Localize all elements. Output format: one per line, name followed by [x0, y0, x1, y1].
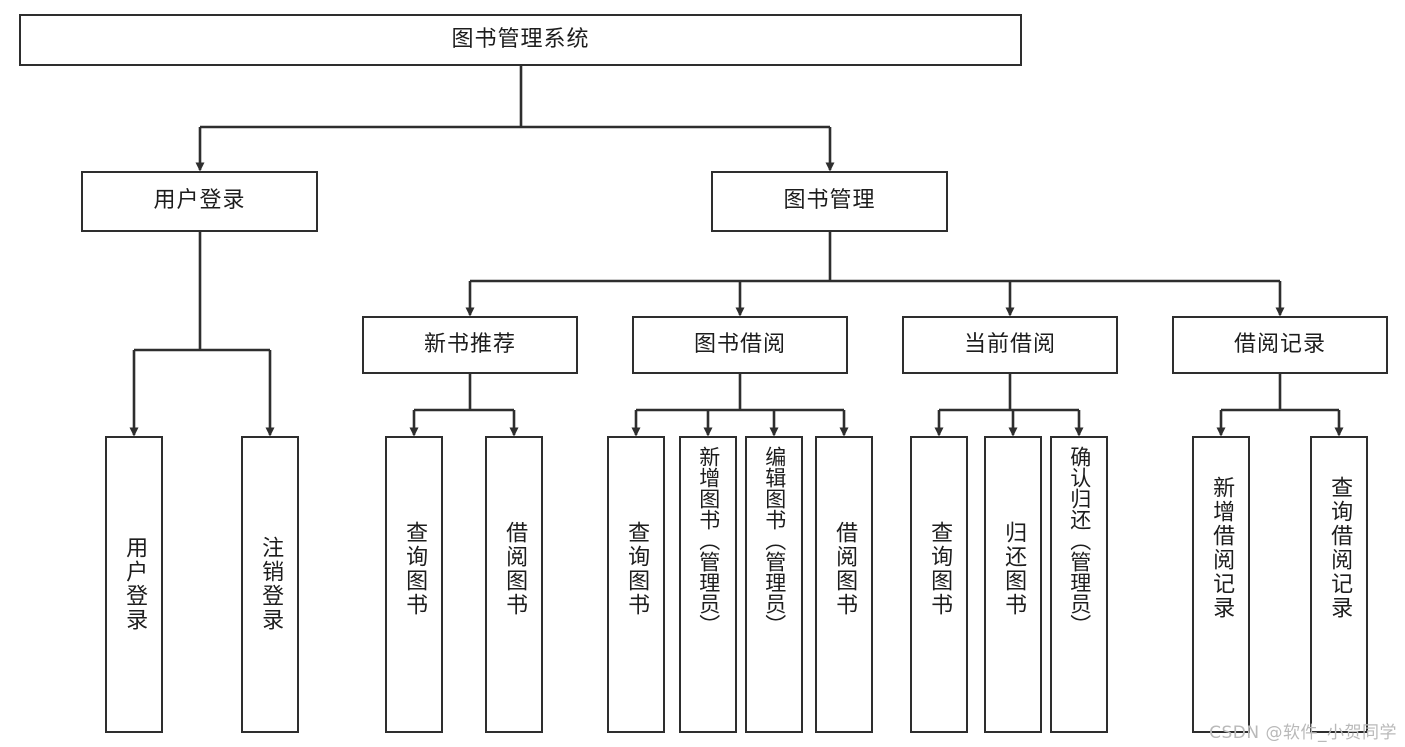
node-user-login[interactable]: 用户登录	[81, 171, 318, 232]
node-label: 编辑图书（管理员）	[762, 446, 787, 635]
node-leaf-add-book[interactable]: 新增图书（管理员）	[679, 436, 737, 733]
node-label: 新增借阅记录	[1209, 476, 1235, 620]
node-label: 图书管理系统	[451, 26, 590, 52]
node-root[interactable]: 图书管理系统	[19, 14, 1022, 66]
node-label: 当前借阅	[963, 331, 1056, 357]
node-label: 新增图书（管理员）	[696, 446, 721, 635]
node-leaf-borrow-book-2[interactable]: 借阅图书	[815, 436, 873, 733]
node-label: 用户登录	[122, 536, 148, 632]
node-leaf-edit-book[interactable]: 编辑图书（管理员）	[745, 436, 803, 733]
node-label: 查询图书	[402, 521, 428, 617]
node-label: 归还图书	[1001, 521, 1027, 617]
node-label: 确认归还（管理员）	[1067, 446, 1092, 635]
node-leaf-add-record[interactable]: 新增借阅记录	[1192, 436, 1250, 733]
node-leaf-user-login[interactable]: 用户登录	[105, 436, 163, 733]
node-book-borrow[interactable]: 图书借阅	[632, 316, 848, 374]
watermark-text: CSDN @软件_小贺同学	[1209, 723, 1397, 743]
node-leaf-logout[interactable]: 注销登录	[241, 436, 299, 733]
node-label: 注销登录	[258, 536, 284, 632]
node-leaf-query-book-3[interactable]: 查询图书	[910, 436, 968, 733]
node-leaf-borrow-book-1[interactable]: 借阅图书	[485, 436, 543, 733]
node-leaf-confirm-return[interactable]: 确认归还（管理员）	[1050, 436, 1108, 733]
node-label: 用户登录	[153, 188, 246, 214]
node-leaf-query-book-2[interactable]: 查询图书	[607, 436, 665, 733]
node-leaf-query-record[interactable]: 查询借阅记录	[1310, 436, 1368, 733]
node-label: 借阅图书	[832, 521, 858, 617]
node-new-book-rec[interactable]: 新书推荐	[362, 316, 578, 374]
node-label: 查询借阅记录	[1327, 476, 1353, 620]
node-label: 图书借阅	[693, 331, 786, 357]
node-borrow-record[interactable]: 借阅记录	[1172, 316, 1388, 374]
node-leaf-query-book-1[interactable]: 查询图书	[385, 436, 443, 733]
node-current-borrow[interactable]: 当前借阅	[902, 316, 1118, 374]
node-leaf-return-book[interactable]: 归还图书	[984, 436, 1042, 733]
node-label: 图书管理	[783, 188, 876, 214]
node-label: 查询图书	[624, 521, 650, 617]
node-label: 新书推荐	[423, 331, 516, 357]
node-label: 借阅记录	[1233, 331, 1326, 357]
node-book-manage[interactable]: 图书管理	[711, 171, 948, 232]
node-label: 借阅图书	[502, 521, 528, 617]
node-label: 查询图书	[927, 521, 953, 617]
